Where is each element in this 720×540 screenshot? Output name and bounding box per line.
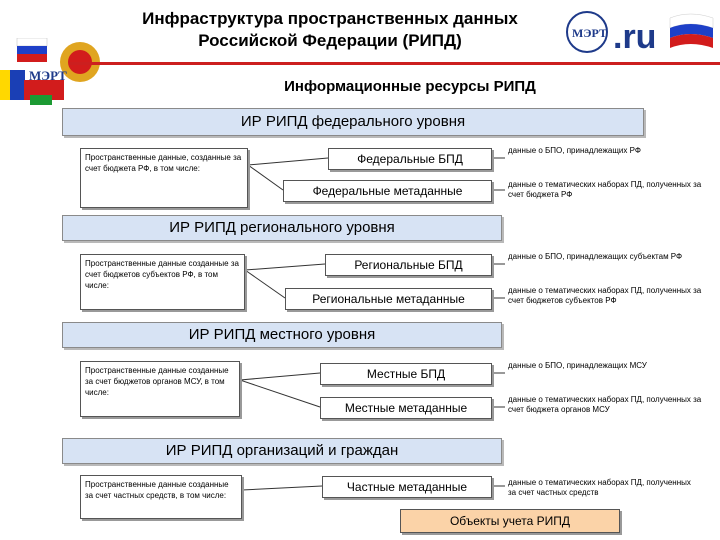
source-regional-text: Пространственные данные созданные за сче… <box>85 259 239 290</box>
desc-local-1: данные о БПО, принадлежащих МСУ <box>508 361 647 370</box>
node-federal-metadata: Федеральные метаданные <box>283 180 492 202</box>
node-regional-bpd: Региональные БПД <box>325 254 492 276</box>
source-local-text: Пространственные данные созданные за сче… <box>85 366 229 397</box>
source-box-regional: Пространственные данные созданные за сче… <box>80 254 245 310</box>
node-regional-bpd-label: Региональные БПД <box>354 258 463 272</box>
node-local-bpd: Местные БПД <box>320 363 492 385</box>
node-local-bpd-label: Местные БПД <box>366 367 446 381</box>
band-regional: ИР РИПД регионального уровня <box>62 215 502 241</box>
footer-box: Объекты учета РИПД <box>400 509 620 533</box>
band-organizations: ИР РИПД организаций и граждан <box>62 438 502 464</box>
title-line-2: Российской Федерации (РИПД) <box>198 31 462 50</box>
desc-organizations-2: данные о тематических наборах ПД, получе… <box>508 478 691 497</box>
band-regional-label: ИР РИПД регионального уровня <box>169 219 395 236</box>
node-private-metadata: Частные метаданные <box>322 476 492 498</box>
node-regional-metadata-label: Региональные метаданные <box>312 292 465 306</box>
mert-logo-icon: МЭРТ .ru <box>566 11 714 56</box>
svg-text:.ru: .ru <box>613 18 656 56</box>
source-box-local: Пространственные данные созданные за сче… <box>80 361 240 417</box>
decor-yellow-square <box>0 70 10 100</box>
source-organizations-text: Пространственные данные созданные за сче… <box>85 480 229 500</box>
desc-regional-2: данные о тематических наборах ПД, получе… <box>508 286 702 305</box>
node-local-metadata: Местные метаданные <box>320 397 492 419</box>
decor-green-square <box>30 95 52 105</box>
title-line-1: Инфраструктура пространственных данных <box>142 9 518 28</box>
page-title: Инфраструктура пространственных данных Р… <box>95 8 565 52</box>
node-local-metadata-label: Местные метаданные <box>344 401 468 415</box>
header-divider <box>70 62 720 65</box>
desc-federal-2: данные о тематических наборах ПД, получе… <box>508 180 702 199</box>
band-federal: ИР РИПД федерального уровня <box>62 108 644 136</box>
decor-blue-square <box>10 70 25 100</box>
desc-regional-1: данные о БПО, принадлежащих субъектам РФ <box>508 252 683 261</box>
band-local-label: ИР РИПД местного уровня <box>188 326 376 343</box>
desc-federal-1: данные о БПО, принадлежащих РФ <box>508 146 641 155</box>
svg-text:МЭРТ: МЭРТ <box>29 68 67 83</box>
band-organizations-label: ИР РИПД организаций и граждан <box>165 442 399 459</box>
source-box-organizations: Пространственные данные созданные за сче… <box>80 475 242 519</box>
svg-text:МЭРТ: МЭРТ <box>572 26 607 40</box>
node-federal-bpd: Федеральные БПД <box>328 148 492 170</box>
section-subtitle: Информационные ресурсы РИПД <box>284 78 536 95</box>
band-local: ИР РИПД местного уровня <box>62 322 502 348</box>
source-federal-text: Пространственные данные, созданные за сч… <box>85 153 242 173</box>
band-federal-label: ИР РИПД федерального уровня <box>240 113 466 130</box>
source-box-federal: Пространственные данные, созданные за сч… <box>80 148 248 208</box>
node-federal-metadata-label: Федеральные метаданные <box>312 184 463 198</box>
node-federal-bpd-label: Федеральные БПД <box>357 152 463 166</box>
footer-box-label: Объекты учета РИПД <box>449 514 571 528</box>
desc-local-2: данные о тематических наборах ПД, получе… <box>508 395 702 414</box>
right-logo: МЭРТ .ru <box>565 8 715 56</box>
node-regional-metadata: Региональные метаданные <box>285 288 492 310</box>
node-private-metadata-label: Частные метаданные <box>346 480 468 494</box>
